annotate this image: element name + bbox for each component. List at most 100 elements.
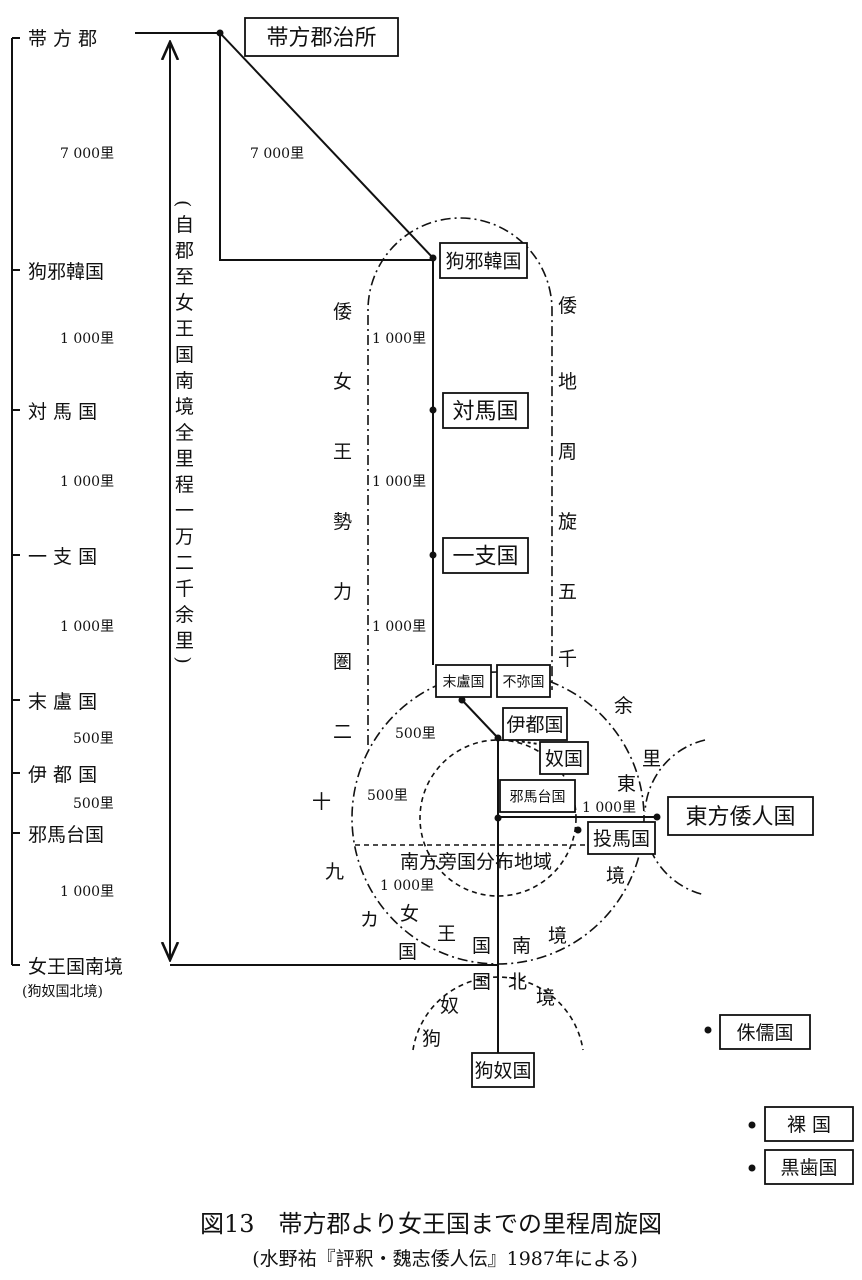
route-dot xyxy=(494,814,502,822)
route-dot xyxy=(216,29,224,37)
route-dot xyxy=(748,1164,756,1172)
route-dot xyxy=(494,734,502,742)
region-char-wa-circuit: 五 xyxy=(558,581,577,603)
left-station-label: 一 支 国 xyxy=(28,546,97,568)
region-char-wa-circuit: 周 xyxy=(558,441,577,463)
country-label-yamatai: 邪馬台国 xyxy=(510,789,566,805)
route-dot xyxy=(458,696,466,704)
left-distance-label: 1 000里 xyxy=(60,619,114,635)
region-char-queen-sphere: 勢 xyxy=(333,511,352,533)
box-east-wajin xyxy=(667,796,814,836)
region-char-east-border: 境 xyxy=(606,865,625,887)
left-station-label: 対 馬 国 xyxy=(28,401,97,423)
left-station-label: 女王国南境 xyxy=(28,956,123,978)
country-label-kokushi: 黒歯国 xyxy=(780,1157,837,1179)
route-distance-to-yamatai: 500里 xyxy=(367,788,408,804)
region-char-queen-sphere: 力 xyxy=(333,581,352,603)
left-distance-label: 1 000里 xyxy=(60,331,114,347)
left-station-label: 帯 方 郡 xyxy=(28,28,97,50)
region-char-east-border: 東 xyxy=(617,773,636,795)
left-distance-label: 1 000里 xyxy=(60,884,114,900)
left-scale-bracket xyxy=(11,37,20,966)
region-char-queen-south-border: 南 xyxy=(512,935,531,957)
region-char-wa-circuit: 余 xyxy=(614,695,633,717)
box-taihou-office xyxy=(244,17,399,57)
region-char-queen-sphere: 倭 xyxy=(333,301,352,323)
box-iki xyxy=(442,537,529,574)
region-char-kuna-north-border: 奴 xyxy=(440,995,459,1017)
country-label-matsuro: 末盧国 xyxy=(443,674,485,690)
region-char-queen-south-border: 境 xyxy=(548,925,567,947)
box-fumi xyxy=(496,664,551,698)
country-label-tsuma: 投馬国 xyxy=(593,828,650,850)
country-label-kuna: 狗奴国 xyxy=(474,1060,531,1082)
country-label-east-wajin: 東方倭人国 xyxy=(685,805,795,830)
left-station-label: 末 盧 国 xyxy=(28,691,97,713)
total-distance-note: (自郡至女王国南境全里程一万二千余里) xyxy=(172,200,194,671)
country-label-ra: 裸 国 xyxy=(787,1114,831,1136)
route-dot xyxy=(748,1121,756,1129)
left-distance-label: 500里 xyxy=(73,731,114,747)
region-char-wa-circuit: 地 xyxy=(558,371,577,393)
region-char-wa-circuit: 倭 xyxy=(558,295,577,317)
country-label-ito: 伊都国 xyxy=(506,714,563,736)
region-char-queen-sphere: 女 xyxy=(333,371,352,393)
region-char-queen-sphere: カ xyxy=(360,909,379,931)
route-distance-to-iki: 1 000里 xyxy=(372,474,426,490)
left-station-label: 邪馬台国 xyxy=(28,824,104,846)
box-kuna xyxy=(471,1052,535,1088)
box-kokushi xyxy=(764,1149,854,1185)
region-char-kuna-north-border: 境 xyxy=(536,987,555,1009)
country-label-kuyakan: 狗邪韓国 xyxy=(445,250,521,272)
south-side-countries-label: 南方旁国分布地域 xyxy=(400,851,552,873)
route-distance-to-ito: 500里 xyxy=(395,726,436,742)
box-tsushima xyxy=(442,392,529,429)
region-char-wa-circuit: 里 xyxy=(642,748,661,770)
route-dot xyxy=(704,1026,712,1034)
box-shuju xyxy=(719,1014,811,1050)
region-char-queen-sphere: 王 xyxy=(333,441,352,463)
box-ra xyxy=(764,1106,854,1142)
left-distance-label: 1 000里 xyxy=(60,474,114,490)
country-label-taihou-office: 帯方郡治所 xyxy=(266,26,376,51)
box-na xyxy=(539,741,589,775)
region-char-kuna-north-border: 北 xyxy=(508,971,527,993)
country-label-iki: 一支国 xyxy=(452,544,518,569)
kuna-arc xyxy=(412,976,584,1051)
region-char-wa-circuit: 千 xyxy=(558,648,577,670)
left-distance-label: 500里 xyxy=(73,796,114,812)
left-station-label: 伊 都 国 xyxy=(28,764,97,786)
region-char-queen-sphere: 国 xyxy=(398,941,417,963)
box-yamatai xyxy=(499,779,576,813)
region-outlines xyxy=(351,217,706,1051)
route-distance-to-south: 1 000里 xyxy=(380,878,434,894)
region-char-queen-sphere: 十 xyxy=(312,791,331,813)
left-distance-label: 7 000里 xyxy=(60,146,114,162)
south-side-countries-circle xyxy=(419,739,577,897)
queen-sphere-outline xyxy=(367,217,553,745)
region-char-queen-south-border: 女 xyxy=(400,903,419,925)
route-distance-to-kuyakan: 7 000里 xyxy=(250,146,304,162)
country-label-tsushima: 対馬国 xyxy=(452,399,518,424)
route-distance-to-tsuma: 1 000里 xyxy=(582,800,636,816)
route-dot xyxy=(653,813,661,821)
country-label-fumi: 不弥国 xyxy=(503,673,545,690)
region-char-kuna-north-border: 狗 xyxy=(422,1028,441,1050)
country-label-shuju: 侏儒国 xyxy=(736,1022,793,1044)
box-kuyakan xyxy=(439,242,528,279)
route-dots xyxy=(216,29,756,1172)
region-char-queen-south-border: 国 xyxy=(472,935,491,957)
region-char-queen-south-border: 王 xyxy=(437,923,456,945)
route-distance-to-matsuro: 1 000里 xyxy=(372,619,426,635)
left-station-label: (狗奴国北境) xyxy=(22,983,103,1000)
route-dot xyxy=(429,551,437,559)
route-dot xyxy=(574,826,582,834)
region-char-queen-sphere: 二 xyxy=(333,721,352,743)
region-char-wa-circuit: 旋 xyxy=(558,511,577,533)
box-ito xyxy=(502,707,568,741)
region-char-queen-sphere: 圏 xyxy=(333,651,352,673)
box-tsuma xyxy=(587,821,656,855)
figure-caption: 図13 帯方郡より女王国までの里程周旋図 xyxy=(200,1210,662,1238)
